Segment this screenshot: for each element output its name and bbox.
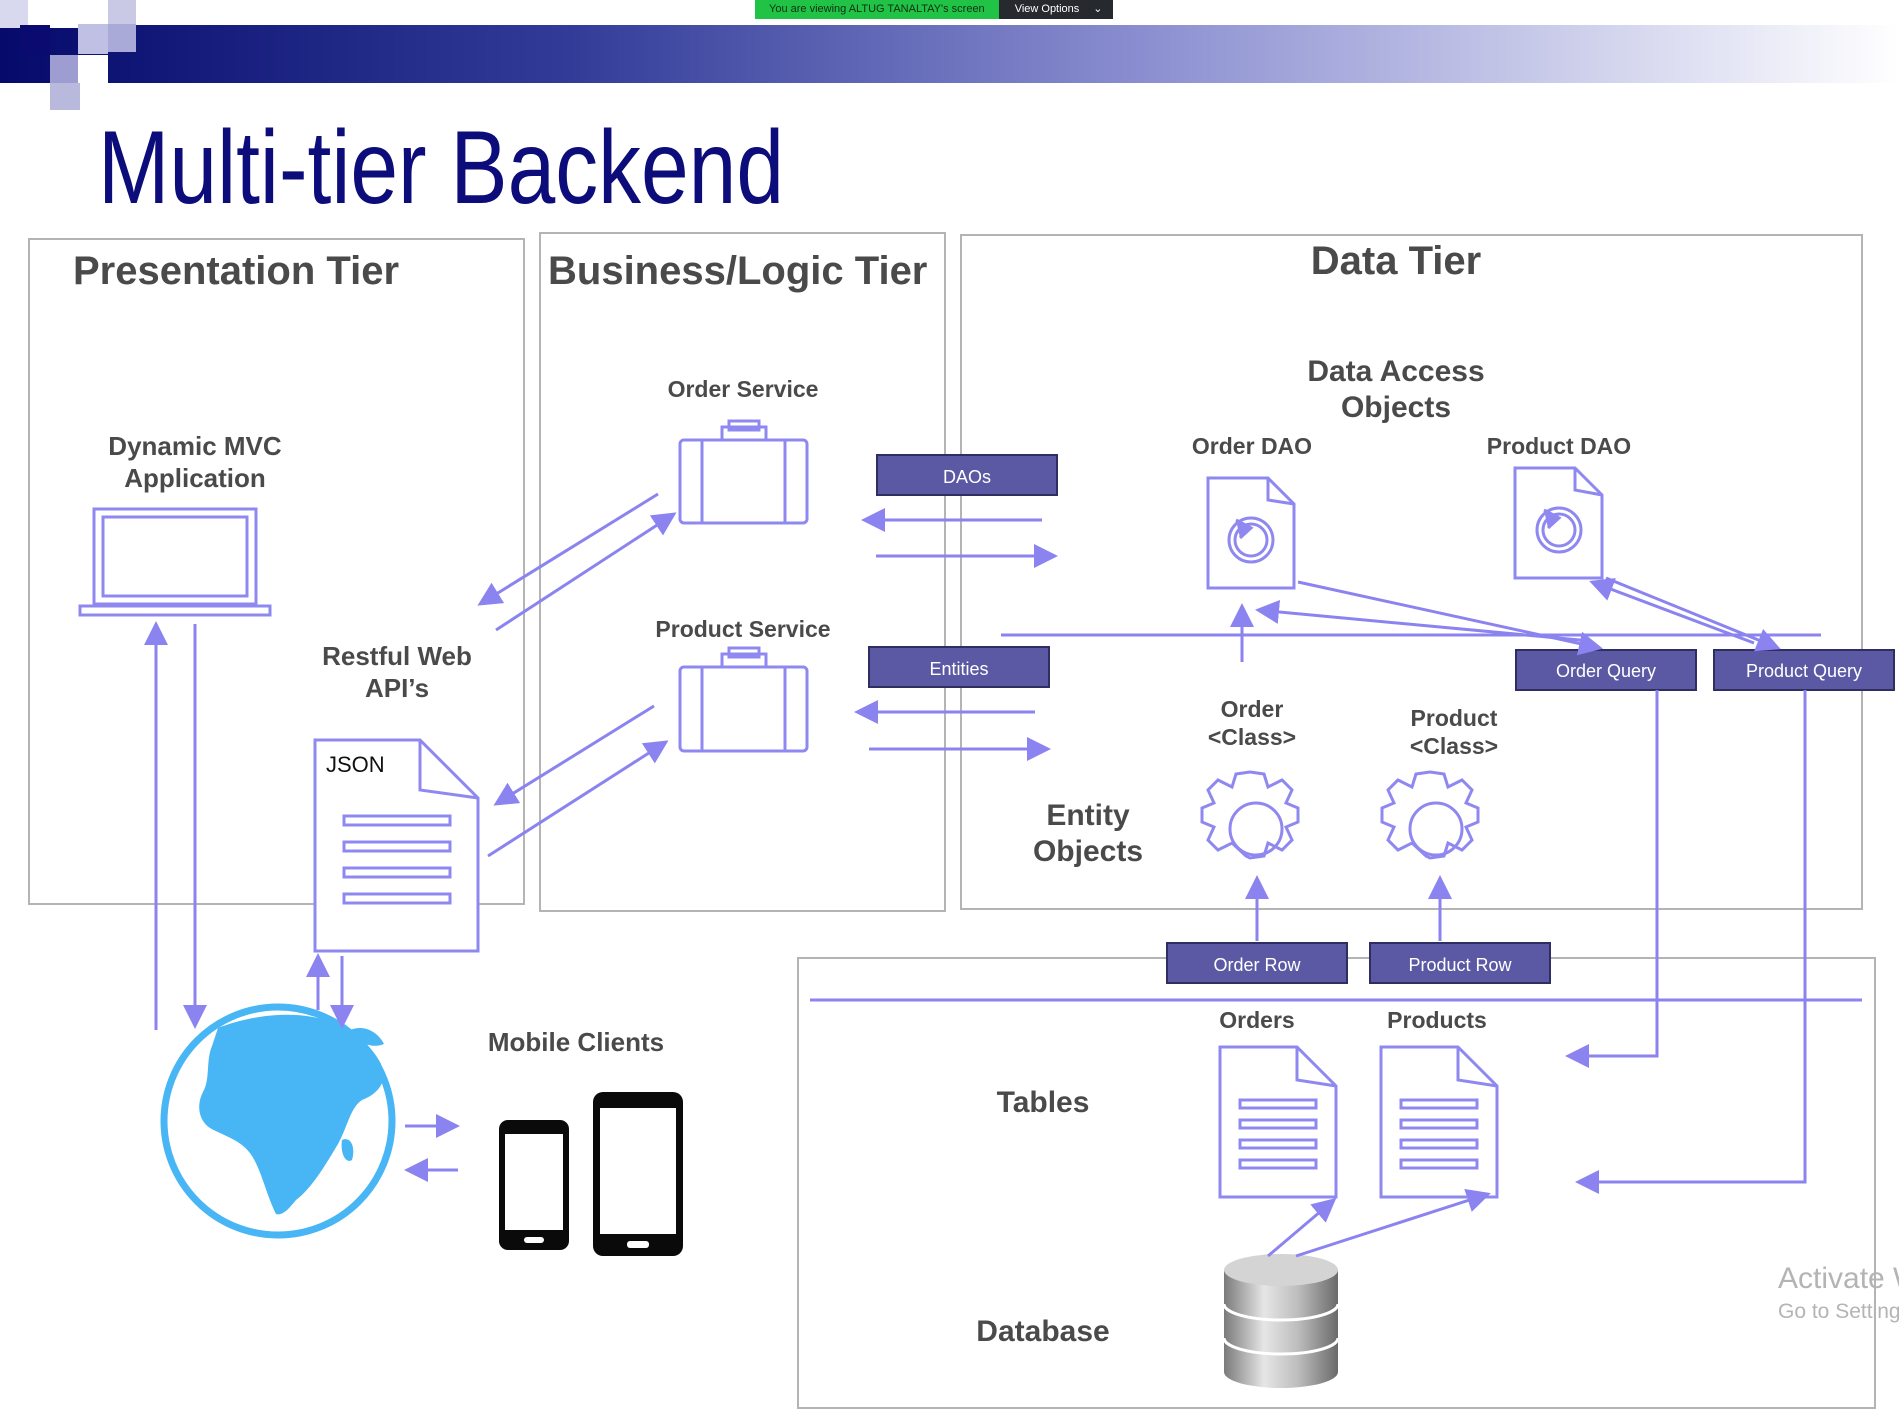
- product-class-line2: <Class>: [1410, 733, 1498, 759]
- globe-icon: [160, 1003, 396, 1239]
- order-query-box: Order Query: [1515, 649, 1697, 691]
- business-tier-title: Business/Logic Tier: [548, 249, 927, 293]
- table-document-icon: [1218, 1045, 1338, 1199]
- presentation-tier-frame: [28, 238, 525, 905]
- screen-share-banner: You are viewing ALTUG TANALTAY's screen …: [755, 0, 1113, 19]
- order-class-line1: Order: [1221, 696, 1284, 722]
- entity-objects-line1: Entity: [1046, 799, 1130, 832]
- entities-box: Entities: [868, 646, 1050, 688]
- tables-label: Tables: [997, 1086, 1090, 1119]
- briefcase-icon: [678, 419, 809, 525]
- chevron-down-icon: ⌄: [1093, 3, 1103, 15]
- order-query-label: Order Query: [1556, 661, 1656, 681]
- refresh-document-icon: [1206, 476, 1296, 590]
- product-row-box: Product Row: [1369, 942, 1551, 984]
- gear-icon: [1200, 770, 1300, 860]
- phone-icon: [499, 1120, 569, 1250]
- briefcase-icon: [678, 646, 809, 753]
- connector-arrows: [144, 492, 1862, 1258]
- dao-heading-line1: Data Access: [1307, 355, 1484, 388]
- refresh-document-icon: [1513, 466, 1604, 580]
- daos-label: DAOs: [943, 467, 991, 487]
- database-label: Database: [976, 1315, 1109, 1348]
- mobile-clients-label: Mobile Clients: [488, 1027, 664, 1057]
- gear-icon: [1380, 770, 1480, 860]
- viewing-screen-text: You are viewing ALTUG TANALTAY's screen: [755, 0, 999, 19]
- mvc-label-line2: Application: [124, 463, 266, 493]
- product-query-box: Product Query: [1713, 649, 1895, 691]
- database-icon: [1222, 1254, 1340, 1388]
- activate-windows-watermark: Activate W Go to Setting: [1778, 1262, 1899, 1324]
- laptop-icon: [78, 507, 272, 617]
- daos-box: DAOs: [876, 454, 1058, 496]
- entity-objects-line2: Objects: [1033, 835, 1143, 868]
- business-tier-frame: [539, 232, 946, 912]
- table-document-icon: [1379, 1045, 1499, 1199]
- json-label: JSON: [326, 752, 385, 777]
- order-row-label: Order Row: [1213, 955, 1301, 975]
- product-row-label: Product Row: [1408, 955, 1512, 975]
- slide-title: Multi-tier Backend: [98, 110, 784, 226]
- orders-table-label: Orders: [1219, 1007, 1294, 1033]
- product-dao-label: Product DAO: [1487, 433, 1631, 459]
- products-table-label: Products: [1387, 1007, 1487, 1033]
- order-dao-label: Order DAO: [1192, 433, 1312, 459]
- view-options-label: View Options: [1014, 3, 1080, 15]
- data-tier-frame: [960, 234, 1863, 910]
- data-tier-title: Data Tier: [1311, 239, 1481, 283]
- dao-heading-line2: Objects: [1341, 391, 1451, 424]
- api-label-line1: Restful Web: [322, 641, 472, 671]
- phone-icon: [593, 1092, 683, 1256]
- view-options-button[interactable]: View Options ⌄: [998, 0, 1113, 19]
- order-row-box: Order Row: [1166, 942, 1348, 984]
- watermark-line2: Go to Setting: [1778, 1300, 1899, 1323]
- watermark-line1: Activate W: [1778, 1262, 1899, 1295]
- header-band: [0, 0, 1899, 110]
- order-service-label: Order Service: [668, 376, 819, 402]
- presentation-tier-title: Presentation Tier: [73, 249, 399, 293]
- product-service-label: Product Service: [655, 616, 830, 642]
- api-label-line2: API’s: [365, 673, 429, 703]
- order-class-line2: <Class>: [1208, 724, 1296, 750]
- document-icon: [313, 738, 480, 953]
- entities-label: Entities: [929, 659, 988, 679]
- product-query-label: Product Query: [1746, 661, 1862, 681]
- product-class-line1: Product: [1411, 705, 1498, 731]
- mvc-label-line1: Dynamic MVC: [108, 431, 282, 461]
